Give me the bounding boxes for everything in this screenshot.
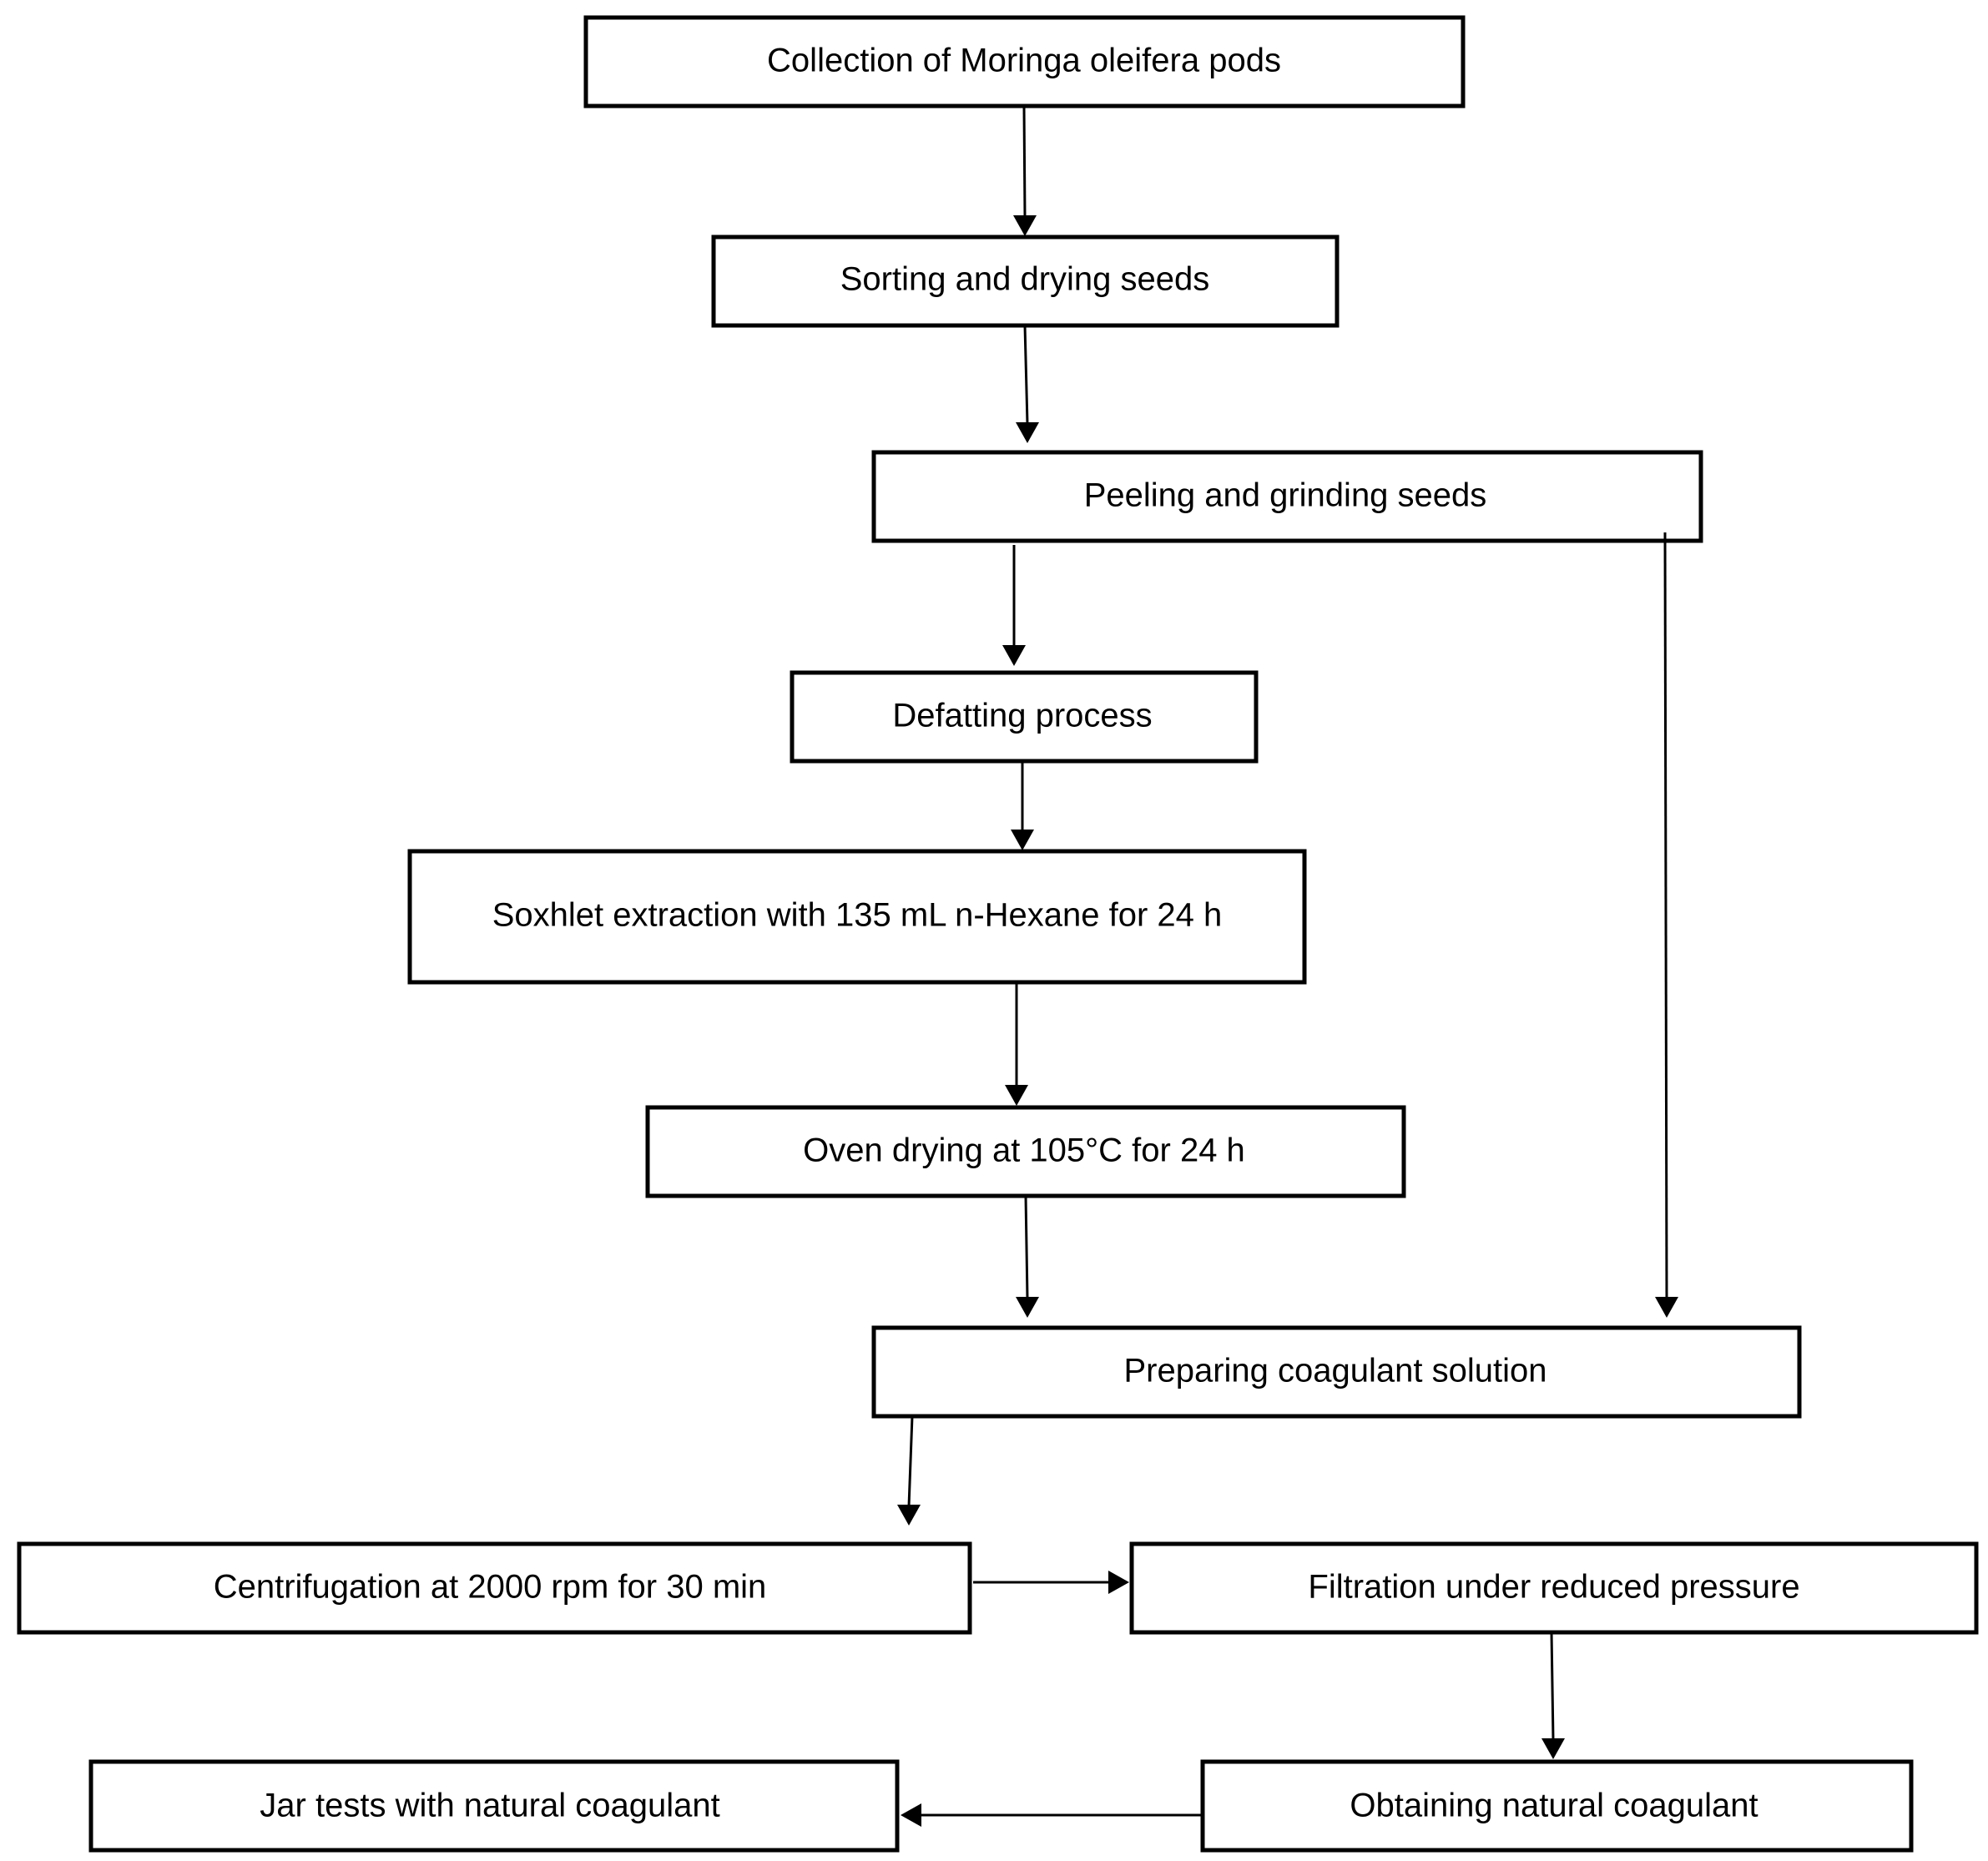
node-preparing: Preparing coagulant solution (871, 1325, 1802, 1419)
edge-peeling-to-preparing-line (1663, 532, 1668, 1299)
edge-soxhlet-to-oven (1005, 982, 1028, 1106)
node-defatting-box (790, 670, 1259, 764)
edge-oven-to-preparing-arrowhead (1016, 1297, 1039, 1318)
node-soxhlet-box (407, 849, 1307, 985)
node-sorting-label: Sorting and drying seeds (840, 261, 1210, 298)
node-centrifugation-label: Centrifugation at 2000 rpm for 30 min (214, 1569, 767, 1606)
edge-collection-to-sorting-arrowhead (1013, 215, 1037, 236)
edge-peeling-to-defatting-arrowhead (1002, 645, 1026, 666)
node-collection-label: Collection of Moringa oleifera pods (767, 43, 1281, 79)
node-oven-label: Oven drying at 105°C for 24 h (803, 1132, 1245, 1169)
edge-peeling-to-defatting (1002, 545, 1026, 666)
node-centrifugation: Centrifugation at 2000 rpm for 30 min (17, 1541, 972, 1635)
node-jar-tests: Jar tests with natural coagulant (88, 1759, 900, 1853)
node-preparing-box (871, 1325, 1802, 1419)
edge-sorting-to-peeling-line (1023, 325, 1029, 425)
edge-centrifugation-to-filtration-arrowhead (1108, 1571, 1129, 1594)
node-peeling-box (871, 450, 1703, 543)
edge-obtaining-to-jar-tests (901, 1803, 1203, 1827)
edge-sorting-to-peeling-arrowhead (1016, 422, 1039, 443)
node-soxhlet-label: Soxhlet extraction with 135 mL n-Hexane … (492, 897, 1223, 934)
edge-peeling-to-preparing (1655, 532, 1678, 1318)
node-defatting-label: Defatting process (892, 698, 1152, 734)
edge-soxhlet-to-oven-arrowhead (1005, 1085, 1028, 1106)
node-peeling-label: Peeling and grinding seeds (1084, 477, 1487, 514)
edge-defatting-to-soxhlet (1011, 761, 1034, 850)
edge-obtaining-to-jar-tests-arrowhead (901, 1803, 921, 1827)
node-sorting: Sorting and drying seeds (711, 235, 1340, 328)
edge-filtration-to-obtaining-arrowhead (1541, 1738, 1565, 1759)
node-peeling: Peeling and grinding seeds (871, 450, 1703, 543)
node-oven: Oven drying at 105°C for 24 h (645, 1105, 1406, 1198)
edge-defatting-to-soxhlet-arrowhead (1011, 830, 1034, 850)
node-filtration-label: Filtration under reduced pressure (1308, 1569, 1799, 1606)
node-centrifugation-box (17, 1541, 972, 1635)
edge-filtration-to-obtaining-line (1550, 1632, 1555, 1741)
edge-preparing-to-centrifugation-line (907, 1415, 914, 1507)
node-obtaining-label: Obtaining natural coagulant (1350, 1788, 1758, 1824)
edge-oven-to-preparing-line (1024, 1195, 1029, 1299)
edge-oven-to-preparing (1016, 1195, 1039, 1318)
edge-preparing-to-centrifugation-arrowhead (897, 1505, 921, 1526)
edge-sorting-to-peeling (1016, 325, 1039, 443)
node-jar-tests-box (88, 1759, 900, 1853)
edge-collection-to-sorting (1013, 105, 1037, 236)
edge-filtration-to-obtaining (1541, 1632, 1565, 1759)
node-soxhlet: Soxhlet extraction with 135 mL n-Hexane … (407, 849, 1307, 985)
node-filtration: Filtration under reduced pressure (1129, 1541, 1979, 1635)
edge-peeling-to-preparing-arrowhead (1655, 1297, 1678, 1318)
node-collection: Collection of Moringa oleifera pods (583, 15, 1466, 108)
node-filtration-box (1129, 1541, 1979, 1635)
node-preparing-label: Preparing coagulant solution (1123, 1353, 1547, 1389)
node-obtaining: Obtaining natural coagulant (1200, 1759, 1914, 1853)
edge-collection-to-sorting-line (1022, 105, 1027, 218)
node-defatting: Defatting process (790, 670, 1259, 764)
edge-preparing-to-centrifugation (897, 1415, 921, 1526)
node-obtaining-box (1200, 1759, 1914, 1853)
node-sorting-box (711, 235, 1340, 328)
node-jar-tests-label: Jar tests with natural coagulant (260, 1788, 719, 1824)
node-oven-box (645, 1105, 1406, 1198)
edge-centrifugation-to-filtration (973, 1571, 1129, 1594)
node-collection-box (583, 15, 1466, 108)
